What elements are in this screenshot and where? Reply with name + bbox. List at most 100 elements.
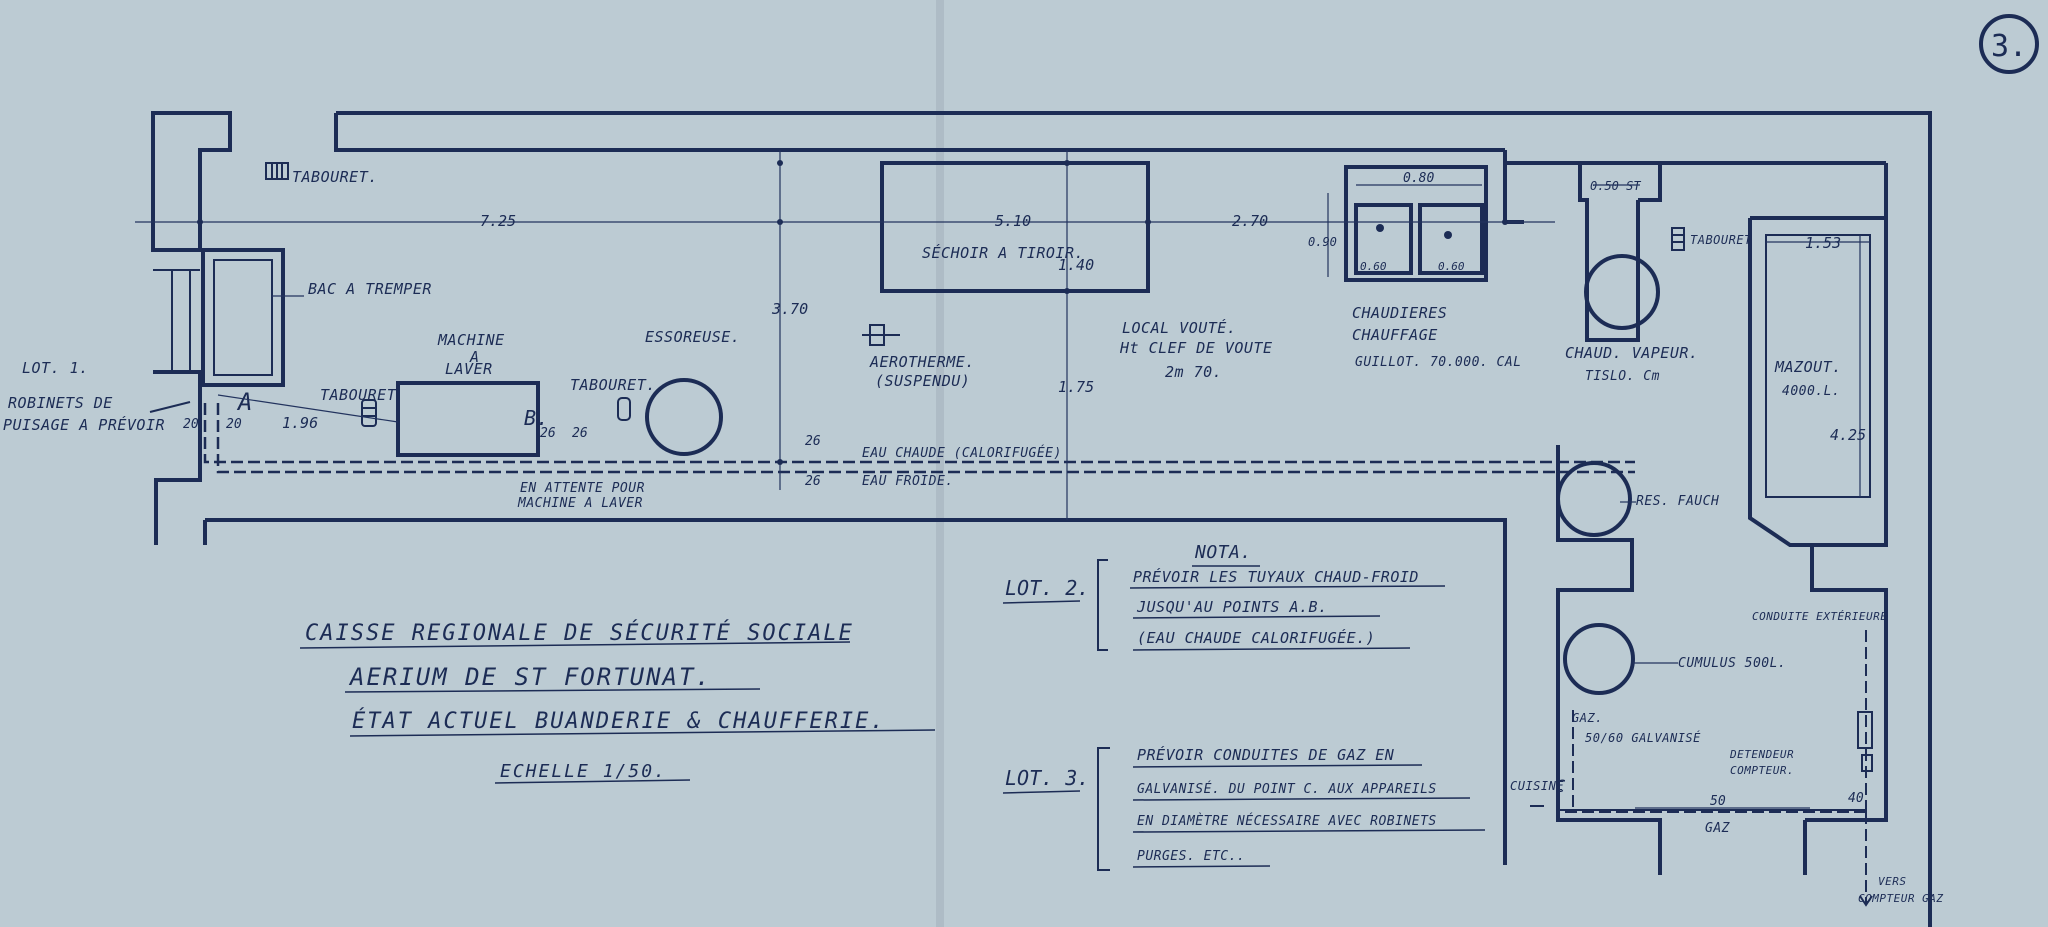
chaud-vapeur-label-2: TISLO. Cm — [1585, 369, 1660, 384]
dim-196: 1.96 — [282, 414, 318, 432]
title-line-3: ÉTAT ACTUEL BUANDERIE & CHAUFFERIE. — [352, 708, 886, 734]
title-block: CAISSE REGIONALE DE SÉCURITÉ SOCIALE AER… — [299, 620, 936, 784]
mazout-tank — [1765, 234, 1871, 498]
essoreuse — [645, 378, 723, 456]
conduite-label: CONDUITE EXTÉRIEURE — [1752, 610, 1887, 623]
eau-froide-label: EAU FROIDE. — [862, 474, 954, 489]
sechoir-label: SÉCHOIR A TIROIR. — [922, 243, 1084, 262]
dimension-lines — [135, 150, 1870, 809]
chaudiere-1 — [1354, 203, 1413, 275]
mazout-label-2: 4000.L. — [1782, 384, 1840, 399]
tabouret-machine-label: TABOURET — [320, 386, 397, 404]
cumulus-label: CUMULUS 500L. — [1678, 656, 1786, 671]
title-line-2: AERIUM DE ST FORTUNAT. — [348, 663, 712, 691]
bac-a-tremper — [201, 248, 285, 387]
res-fauch — [1556, 461, 1632, 537]
chaudieres-label-3: GUILLOT. 70.000. CAL — [1355, 355, 1522, 370]
water-pipes — [203, 403, 1635, 474]
tabouret-top-label: TABOURET. — [292, 168, 378, 186]
dim-20a: 20 — [183, 417, 199, 432]
tabouret-machine-icon — [361, 399, 377, 427]
title-line-1: CAISSE REGIONALE DE SÉCURITÉ SOCIALE — [305, 620, 854, 646]
chaudieres-label-2: CHAUFFAGE — [1352, 326, 1438, 344]
lot3-line-3: EN DIAMÈTRE NÉCESSAIRE AVEC ROBINETS — [1137, 813, 1437, 829]
tabouret-essoreuse-icon — [617, 397, 631, 421]
lot2-line-3: (EAU CHAUDE CALORIFUGÉE.) — [1137, 628, 1375, 647]
lot3-line-2: GALVANISÉ. DU POINT C. AUX APPAREILS — [1137, 781, 1437, 797]
local-label-2: Ht CLEF DE VOUTE — [1119, 339, 1273, 357]
dim-26c: 26 — [805, 434, 821, 449]
lot2-line-1: PRÉVOIR LES TUYAUX CHAUD-FROID — [1133, 567, 1419, 586]
gaz-label: GAZ — [1705, 821, 1731, 836]
dim-060b: 0.60 — [1438, 260, 1465, 273]
dim-40: 40 — [1848, 791, 1864, 806]
gas-line — [1530, 630, 1873, 907]
tabouret-right-icon — [1671, 227, 1685, 251]
lot2-line-2: JUSQU'AU POINTS A.B. — [1136, 598, 1328, 616]
sheet-number: 3. — [1991, 29, 2027, 64]
eau-chaude-label: EAU CHAUDE (CALORIFUGÉE) — [862, 445, 1062, 461]
cuisine-label: CUISINE — [1510, 779, 1564, 793]
dim-50: 50 — [1710, 794, 1726, 809]
dim-140: 1.40 — [1058, 256, 1094, 274]
lot3-line-4: PURGES. ETC.. — [1137, 849, 1245, 864]
dim-26d: 26 — [805, 474, 821, 489]
dim-425: 4.25 — [1830, 426, 1866, 444]
lot2-label: LOT. 2. — [1005, 576, 1089, 600]
detendeur-label-2: COMPTEUR. — [1730, 764, 1794, 777]
dim-725: 7.25 — [480, 212, 516, 230]
dim-20b: 20 — [226, 417, 242, 432]
res-fauch-label: RES. FAUCH — [1636, 494, 1719, 509]
machine-label-3: LAVER — [445, 360, 493, 378]
machine-label-1: MACHINE — [437, 331, 505, 349]
mazout-label-1: MAZOUT. — [1774, 358, 1842, 376]
en-attente-label-2: MACHINE A LAVER — [517, 496, 643, 511]
detendeur-icon — [1857, 711, 1873, 749]
dim-270: 2.70 — [1232, 212, 1268, 230]
dim-175: 1.75 — [1058, 378, 1094, 396]
local-label-3: 2m 70. — [1165, 363, 1222, 381]
chaudieres-label-1: CHAUDIERES — [1352, 304, 1447, 322]
notes-block: NOTA. LOT. 2. PRÉVOIR LES TUYAUX CHAUD-F… — [1002, 542, 1486, 871]
essoreuse-label: ESSOREUSE. — [645, 328, 740, 346]
point-c: C — [1555, 777, 1566, 797]
nota-heading: NOTA. — [1194, 542, 1252, 563]
en-attente-label-1: EN ATTENTE POUR — [520, 481, 645, 496]
detendeur-label-1: DETENDEUR — [1729, 748, 1794, 761]
tabouret-essoreuse-label: TABOURET. — [570, 376, 656, 394]
point-b: B. — [524, 406, 549, 430]
bac-label: BAC A TREMPER — [308, 280, 432, 298]
dim-26b: 26 — [572, 426, 588, 441]
cumulus — [1563, 623, 1635, 695]
point-a: A — [236, 388, 253, 416]
aerotherme-label-1: AEROTHERME. — [869, 353, 975, 371]
dim-370: 3.70 — [771, 300, 808, 318]
aerotherme-label-2: (SUSPENDU) — [875, 372, 970, 390]
title-scale: ECHELLE 1/50. — [500, 761, 667, 782]
vers-label-1: VERS — [1878, 875, 1907, 888]
walls — [151, 111, 1932, 927]
chaud-vapeur — [1584, 254, 1660, 330]
lot1-label: LOT. 1. — [22, 359, 89, 377]
sheet-number-circle — [1979, 14, 2039, 74]
dim-090: 0.90 — [1308, 235, 1337, 249]
gaz-galva-label-2: 50/60 GALVANISÉ — [1585, 730, 1701, 745]
sechoir-a-tiroir — [880, 161, 1150, 293]
dim-26a: 26 — [540, 426, 556, 441]
chaud-vapeur-label-1: CHAUD. VAPEUR. — [1565, 344, 1698, 362]
gaz-galva-label-1: GAZ. — [1572, 711, 1603, 725]
dim-153: 1.53 — [1805, 234, 1841, 252]
lot3-label: LOT. 3. — [1005, 766, 1089, 790]
chaudieres-frame — [1344, 165, 1488, 282]
machine-label-2: A — [469, 348, 480, 366]
tabouret-right-label: TABOURET — [1690, 233, 1752, 247]
lot3-line-1: PRÉVOIR CONDUITES DE GAZ EN — [1137, 745, 1395, 764]
lot1-line-1: ROBINETS DE — [8, 394, 113, 412]
chaudiere-2 — [1418, 203, 1484, 275]
machine-a-laver — [396, 381, 540, 457]
dim-080: 0.80 — [1403, 171, 1434, 186]
window-left — [153, 269, 200, 373]
local-label-1: LOCAL VOUTÉ. — [1122, 318, 1236, 337]
dim-050: 0.50 ST — [1590, 179, 1641, 193]
